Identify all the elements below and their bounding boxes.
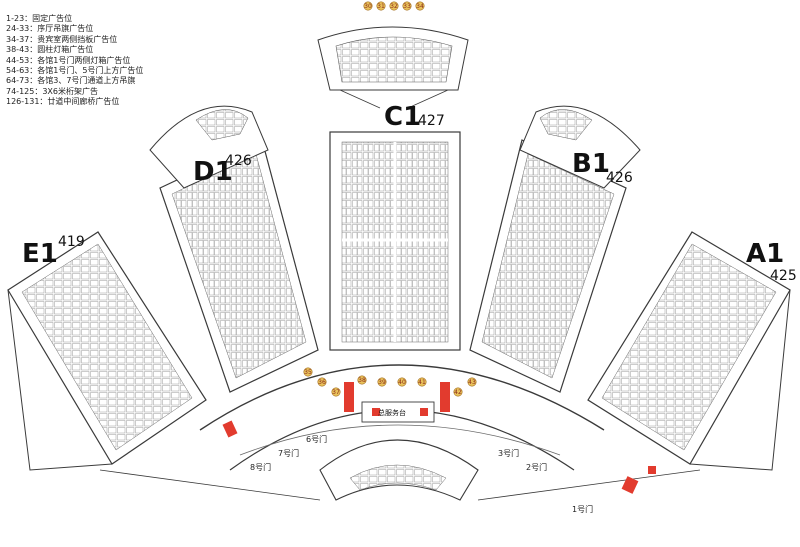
- red-ad-bars: [222, 382, 656, 494]
- ad-marker: [417, 377, 427, 387]
- ad-marker: [357, 375, 367, 385]
- legend-item: 74-125：3X6米桁架广告: [6, 86, 98, 96]
- ad-marker: [397, 377, 407, 387]
- gate-label-3: 3号门: [498, 448, 519, 458]
- ad-markers: 30 31 32 33 34 35 36 37 38 39 40 41 42 43: [303, 1, 477, 397]
- hall-c1[interactable]: [329, 131, 461, 351]
- service-center-label: 总服务台: [378, 408, 406, 417]
- legend-item: 34-37：贵宾室两侧挡板广告位: [6, 34, 118, 44]
- ad-marker: [467, 377, 477, 387]
- central-lobby-arc: [99, 364, 701, 501]
- legend-item: 24-33：序厅吊旗广告位: [6, 24, 94, 34]
- ad-marker: [376, 1, 386, 11]
- svg-text:419: 419: [58, 234, 85, 250]
- svg-text:B1: B1: [572, 149, 610, 179]
- ad-marker-number: 34: [416, 3, 424, 10]
- ad-marker: [453, 387, 463, 397]
- legend-item: 44-53：各馆1号门两侧灯箱广告位: [6, 55, 131, 65]
- ad-marker-number: 41: [418, 379, 426, 386]
- legend-item: 38-43：圆柱灯箱广告位: [6, 45, 94, 55]
- ad-legend: 1-23：固定广告位 24-33：序厅吊旗广告位 34-37：贵宾室两侧挡板广告…: [6, 14, 143, 108]
- ad-marker: [303, 367, 313, 377]
- ad-marker-number: 32: [390, 3, 398, 10]
- north-rotunda: [317, 26, 469, 109]
- svg-text:427: 427: [418, 113, 445, 129]
- ad-marker-number: 30: [364, 3, 372, 10]
- hall-label-d1: D1 426: [193, 153, 252, 187]
- ad-marker-number: 40: [398, 379, 406, 386]
- gate-label-2: 2号门: [526, 462, 547, 472]
- gate-label-6: 6号门: [306, 434, 327, 444]
- ad-marker-number: 43: [468, 379, 476, 386]
- ad-marker: [363, 1, 373, 11]
- ad-marker: [415, 1, 425, 11]
- ad-marker: [331, 387, 341, 397]
- ad-marker: [389, 1, 399, 11]
- ad-marker-number: 38: [358, 377, 366, 384]
- ad-marker-number: 35: [304, 369, 312, 376]
- svg-text:425: 425: [770, 268, 797, 284]
- ad-marker-number: 33: [403, 3, 411, 10]
- svg-text:E1: E1: [22, 239, 58, 269]
- ad-marker-number: 37: [332, 389, 340, 396]
- legend-item: 54-63：各馆1号门、5号门上方广告位: [6, 66, 144, 76]
- hall-a1[interactable]: [587, 231, 791, 471]
- gate-label-7: 7号门: [278, 448, 299, 458]
- ad-marker-number: 31: [377, 3, 385, 10]
- ad-marker-number: 39: [378, 379, 386, 386]
- svg-text:426: 426: [225, 153, 252, 169]
- ad-marker-number: 42: [454, 389, 462, 396]
- hall-label-e1: E1 419: [22, 234, 85, 269]
- ad-marker-number: 36: [318, 379, 326, 386]
- legend-item: 64-73：各馆3、7号门通道上方吊旗: [6, 76, 136, 86]
- gate-label-8: 8号门: [250, 462, 271, 472]
- ad-marker: [402, 1, 412, 11]
- legend-item: 1-23：固定广告位: [6, 14, 73, 23]
- svg-text:A1: A1: [746, 239, 784, 269]
- svg-text:D1: D1: [193, 157, 233, 187]
- gate-label-1: 1号门: [572, 504, 593, 514]
- hall-b1[interactable]: [469, 139, 627, 393]
- hall-label-b1: B1 426: [572, 149, 633, 186]
- ad-marker: [377, 377, 387, 387]
- hall-label-a1: A1 425: [746, 239, 797, 284]
- wing-structures: [149, 105, 641, 189]
- hall-e1[interactable]: [7, 231, 207, 471]
- svg-text:C1: C1: [384, 102, 421, 132]
- ad-marker: [317, 377, 327, 387]
- svg-text:426: 426: [606, 170, 633, 186]
- hall-d1[interactable]: [159, 139, 319, 393]
- legend-item: 126-131：廿道中间廊桥广告位: [6, 97, 120, 107]
- hall-label-c1: C1 427: [384, 102, 445, 132]
